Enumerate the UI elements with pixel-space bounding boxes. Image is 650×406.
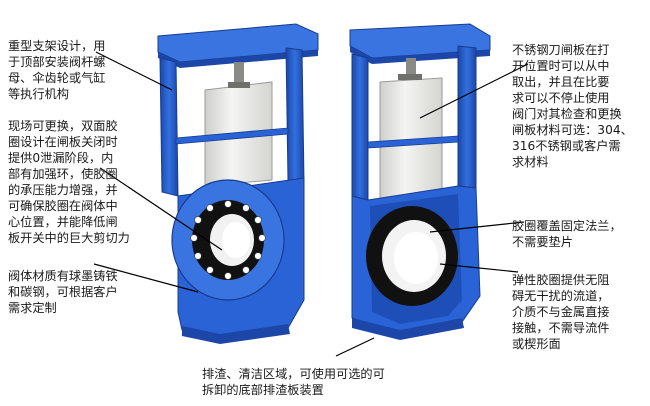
cross-bar-right bbox=[367, 135, 459, 149]
leader-lines bbox=[93, 51, 529, 357]
cross-bar-left bbox=[175, 127, 289, 145]
note-flange-cover: 胶圈覆盖固定法兰， 不需要垫片 bbox=[512, 219, 622, 249]
note-body-material: 阀体材质有球墨铸铁 和碳钢，可根据客户 需求定制 bbox=[8, 269, 118, 315]
note-slag-area: 排渣、清洁区域，可使用可选的可 拆卸的底部排渣板装置 bbox=[202, 367, 385, 397]
note-support-frame: 重型支架设计，用 于顶部安装阀杆螺 母、伞齿轮或气缸 等执行机构 bbox=[8, 39, 106, 101]
valve-right bbox=[349, 23, 491, 340]
column-right-a bbox=[351, 53, 369, 201]
stem-nut-left bbox=[234, 62, 244, 88]
note-elastic-seat: 弹性胶圈提供无阻 碍无干扰的流道， 介质不与金属直接 接触，不需导流件 或楔形面 bbox=[512, 273, 610, 351]
column-right-b bbox=[457, 45, 477, 189]
column-left-b bbox=[285, 47, 305, 183]
column-left-a bbox=[159, 57, 179, 197]
valve-left bbox=[157, 23, 319, 344]
stem-nut-right bbox=[406, 58, 416, 80]
note-replaceable-seat: 现场可更换，双面胶 圈设计在闸板关闭时 提供0泄漏阶段，内 部有加强环，使胶圈 … bbox=[8, 119, 130, 245]
bolt-holes-left bbox=[190, 200, 266, 280]
note-knife-gate: 不锈钢刀闸板在打 开位置时可以从中 取出，并且在比要 求可以不停止使用 阀门对其… bbox=[512, 43, 633, 169]
